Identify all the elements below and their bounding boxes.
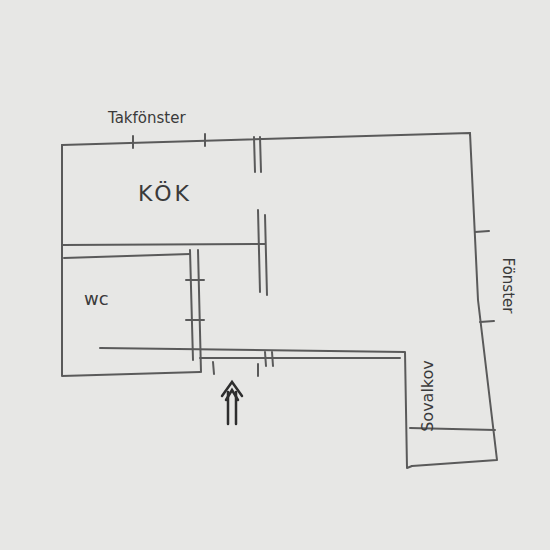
wall [62,244,265,245]
room-label: KÖK [138,183,192,205]
wall [100,348,412,468]
door-mark [186,280,204,320]
wall [62,133,470,145]
door-mark [213,352,273,376]
wall [412,133,497,466]
entrance-arrow [222,382,242,424]
wall [258,210,267,295]
window-mark [133,134,205,148]
wall [200,357,400,359]
wall [62,145,200,376]
wall [198,250,201,372]
room-label: Sovalkov [420,360,436,432]
room-label: wc [84,290,109,308]
window-label: Takfönster [108,111,186,126]
wall [190,250,193,360]
wall [254,137,261,172]
wall [64,254,190,258]
window-mark [475,231,494,322]
window-label: Fönster [501,257,516,313]
